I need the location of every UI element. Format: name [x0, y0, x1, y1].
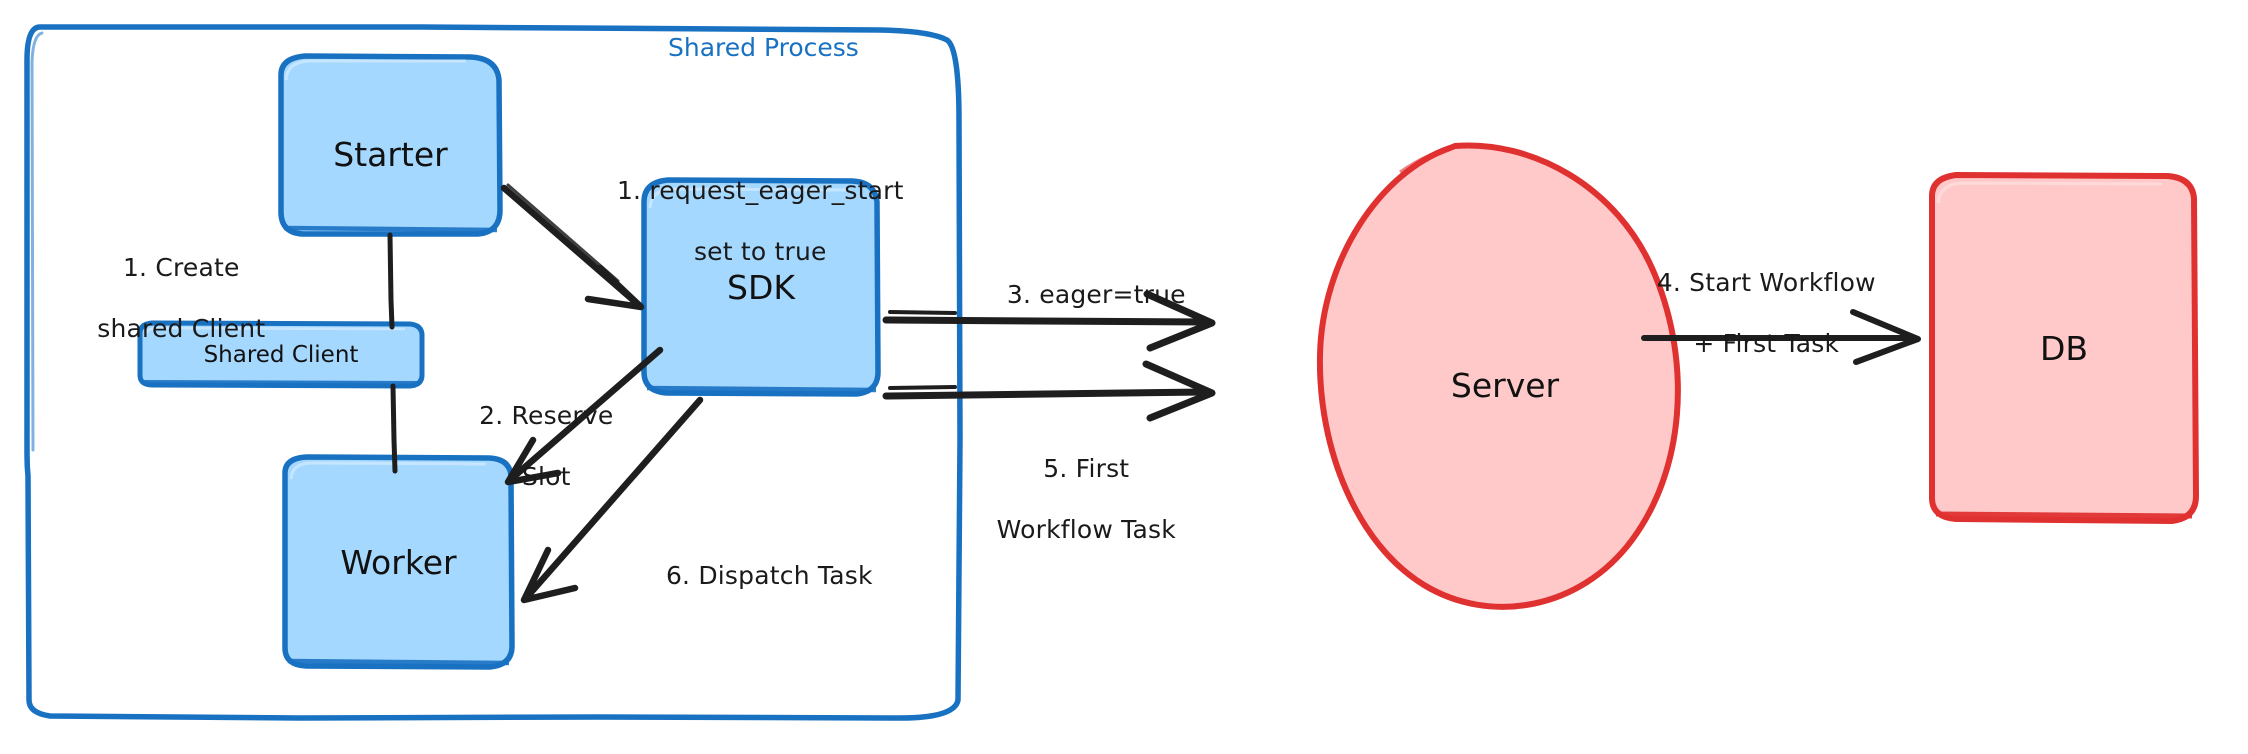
- db-hit-area[interactable]: [1932, 175, 2196, 521]
- edge-sdk-server-eager: [882, 290, 1216, 352]
- node-starter[interactable]: [278, 53, 503, 237]
- node-sdk[interactable]: [641, 177, 881, 397]
- node-worker[interactable]: [282, 454, 515, 670]
- server-hit-area[interactable]: [1318, 146, 1692, 625]
- node-server[interactable]: [1316, 142, 1681, 610]
- sdk-hit-area[interactable]: [644, 180, 878, 394]
- edge-sdk-worker-reserve: [504, 346, 664, 486]
- edge-shared-client-worker: [390, 383, 398, 474]
- starter-hit-area[interactable]: [281, 56, 500, 236]
- node-shared-client[interactable]: [137, 320, 425, 389]
- shared-process-container[interactable]: [24, 24, 963, 721]
- edge-server-db: [1641, 309, 1921, 365]
- shared-client-hit-area[interactable]: [140, 323, 422, 386]
- edge-sdk-server-first-task: [882, 360, 1216, 422]
- node-db[interactable]: [1929, 172, 2199, 524]
- edge-starter-shared-client: [387, 232, 395, 330]
- worker-hit-area[interactable]: [285, 457, 512, 667]
- edge-sdk-worker-dispatch: [520, 396, 704, 604]
- edge-starter-sdk: [500, 183, 645, 311]
